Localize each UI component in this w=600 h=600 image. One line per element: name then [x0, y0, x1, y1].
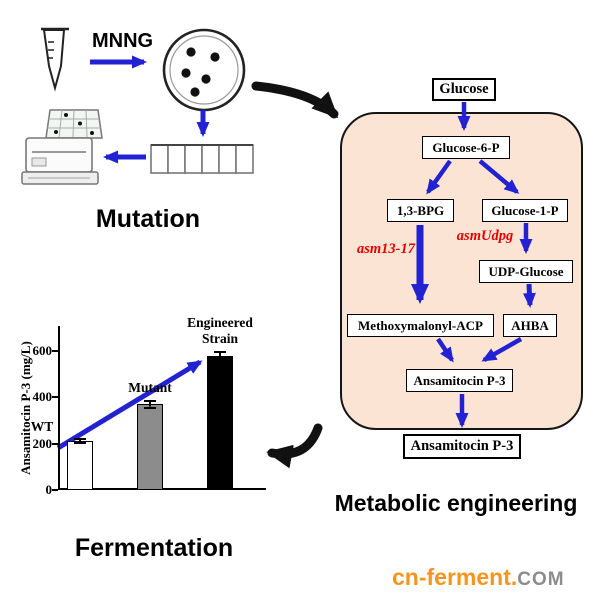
watermark: cn-ferment.COM [392, 564, 565, 591]
bar-mutant [137, 404, 163, 490]
node-udp-glucose: UDP-Glucose [479, 260, 573, 283]
mutagen-label: MNNG [92, 30, 154, 52]
bar-label: Engineered Strain [187, 315, 253, 346]
fermentation-section-title: Fermentation [74, 534, 234, 562]
y-tick-label: 600 [32, 343, 53, 359]
bar-label: WT [30, 418, 54, 434]
y-tick-mark [52, 442, 58, 445]
node-ahba: AHBA [503, 314, 557, 337]
y-tick-label: 0 [45, 482, 53, 497]
watermark-prefix: cn-ferment. [392, 564, 518, 590]
colony-dots [181, 47, 220, 97]
petri-dish-icon [162, 28, 246, 112]
error-bar [214, 350, 226, 361]
well-strip-icon [150, 144, 254, 174]
node-1-3-bpg: 1,3-BPG [387, 199, 454, 222]
y-tick-mark [52, 489, 58, 491]
y-tick-label: 400 [32, 389, 53, 405]
node-methoxymalonyl-acp: Methoxymalonyl-ACP [347, 314, 494, 337]
error-bar [74, 438, 86, 445]
gene-label-asm13-17: asm13-17 [357, 241, 415, 257]
screening-instrument-icon [21, 109, 103, 185]
y-axis-label: Ansamitocin P-3 (mg/L) [18, 341, 33, 475]
watermark-suffix: COM [517, 569, 565, 590]
node-glucose: Glucose [432, 78, 496, 101]
node-glucose-6-p: Glucose-6-P [422, 136, 510, 159]
error-bar [144, 400, 156, 409]
bar-engineered-strain [207, 355, 233, 490]
arrow-metabolic-to-fermentation [266, 423, 323, 469]
metabolic-section-title: Metabolic engineering [334, 490, 578, 516]
bar-label: Mutant [128, 380, 172, 396]
node-glucose-1-p: Glucose-1-P [482, 199, 568, 222]
y-tick-mark [52, 350, 58, 353]
bar-wt [67, 441, 93, 490]
mutation-section-title: Mutation [95, 205, 201, 233]
node-ansamitocin-p3: Ansamitocin P-3 [406, 369, 513, 392]
microcentrifuge-tube-icon [41, 27, 69, 92]
arrow-mutation-to-metabolic [251, 81, 339, 119]
gene-label-asmUdpg: asmUdpg [456, 228, 514, 244]
y-tick-mark [52, 396, 58, 399]
y-tick-label: 200 [32, 435, 53, 451]
node-ansamitocin-p3-product: Ansamitocin P-3 [403, 434, 521, 459]
